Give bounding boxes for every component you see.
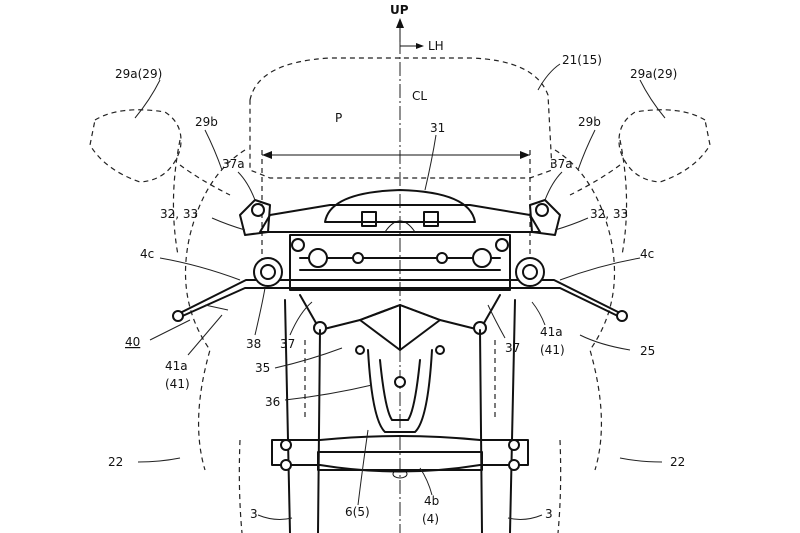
label-21: 21(15) <box>562 53 602 67</box>
fork-mounts <box>253 257 545 287</box>
label-36: 36 <box>265 395 280 409</box>
label-3-left: 3 <box>250 507 258 521</box>
label-29b-right: 29b <box>578 115 601 129</box>
label-4c-right: 4c <box>640 247 654 261</box>
label-6-5: 6(5) <box>345 505 370 519</box>
label-38: 38 <box>246 337 261 351</box>
windscreen-outline <box>249 57 553 179</box>
label-32-33-left: 32, 33 <box>160 207 198 221</box>
dimension-p <box>261 150 531 270</box>
label-29a-left: 29a(29) <box>115 67 162 81</box>
label-25: 25 <box>640 344 655 358</box>
label-up: UP <box>390 3 409 17</box>
center-line <box>396 18 424 533</box>
right-mirror-outline <box>569 109 711 196</box>
leader-lines <box>134 63 666 520</box>
label-41a-left: 41a <box>165 359 188 373</box>
label-lh: LH <box>428 39 444 53</box>
label-4c-left: 4c <box>140 247 154 261</box>
label-p: P <box>335 111 342 125</box>
label-31: 31 <box>430 121 445 135</box>
axis-labels: UP LH CL <box>390 3 444 103</box>
label-4b: 4b <box>424 494 439 508</box>
middle-frame <box>289 234 511 291</box>
part-labels: 29a(29) 29a(29) 21(15) 29b 29b P 31 37a … <box>108 53 685 526</box>
label-3-right: 3 <box>545 507 553 521</box>
label-40: 40 <box>125 335 140 349</box>
left-mirror-outline <box>89 109 231 196</box>
label-32-33-right: 32, 33 <box>590 207 628 221</box>
label-41-right: (41) <box>540 343 565 357</box>
label-29b-left: 29b <box>195 115 218 129</box>
label-37-left: 37 <box>280 337 295 351</box>
label-22-left: 22 <box>108 455 123 469</box>
label-41a-right: 41a <box>540 325 563 339</box>
label-35: 35 <box>255 361 270 375</box>
label-37-right: 37 <box>505 341 520 355</box>
upper-bracket <box>239 199 561 252</box>
front-forks <box>284 299 516 533</box>
label-29a-right: 29a(29) <box>630 67 677 81</box>
label-4: (4) <box>422 512 439 526</box>
lower-bridge <box>271 435 529 479</box>
label-41-left: (41) <box>165 377 190 391</box>
label-22-right: 22 <box>670 455 685 469</box>
label-37a-right: 37a <box>550 157 573 171</box>
fairing-outline <box>172 139 628 533</box>
label-cl: CL <box>412 89 427 103</box>
label-37a-left: 37a <box>222 157 245 171</box>
handlebar <box>172 279 628 322</box>
lower-stay <box>299 294 501 355</box>
center-tube <box>367 349 433 433</box>
